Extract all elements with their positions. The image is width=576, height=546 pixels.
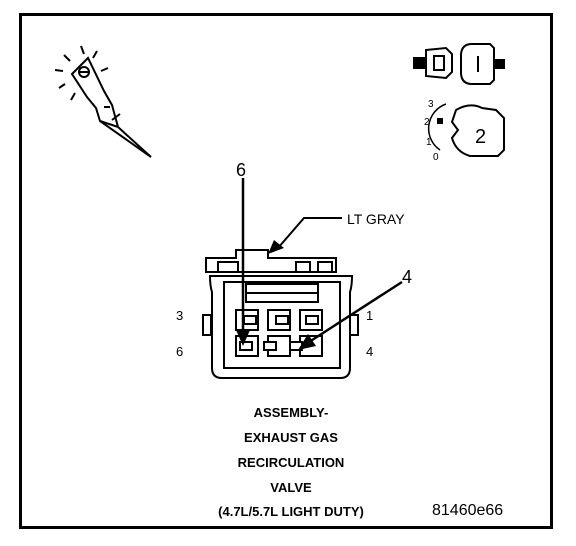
test-probe-icon [54, 45, 152, 158]
meter-scale-2: 2 [424, 117, 430, 128]
pin-label-lower-left: 6 [176, 344, 183, 359]
pin-label-upper-right: 1 [366, 308, 373, 323]
component-title: ASSEMBLY- EXHAUST GAS RECIRCULATION VALV… [218, 405, 364, 519]
pin-label-lower-right: 4 [366, 344, 373, 359]
meter-scale-1: 1 [426, 137, 432, 148]
title-line-4: VALVE [270, 480, 312, 495]
callout-6-label: 6 [236, 160, 246, 180]
egr-valve-connector [202, 249, 359, 379]
callout-arrow-6 [236, 178, 250, 346]
title-line-5: (4.7L/5.7L LIGHT DUTY) [218, 504, 364, 519]
callout-4-label: 4 [402, 267, 412, 287]
meter-scale-0: 0 [433, 152, 439, 163]
color-leader-arrow [268, 217, 342, 254]
meter-scale-3: 3 [428, 99, 434, 110]
connector-separate-icon [413, 43, 505, 85]
figure-id: 81460e66 [432, 502, 503, 519]
pin-label-upper-left: 3 [176, 308, 183, 323]
meter-dial-icon: 3 2 1 0 2 [424, 99, 505, 163]
connector-color-label: LT GRAY [347, 211, 405, 227]
diagram-frame [19, 13, 553, 529]
meter-setting: 2 [475, 126, 486, 148]
title-line-3: RECIRCULATION [238, 455, 345, 470]
title-line-2: EXHAUST GAS [244, 430, 338, 445]
title-line-1: ASSEMBLY- [254, 405, 329, 420]
callout-arrow-4 [298, 280, 403, 350]
